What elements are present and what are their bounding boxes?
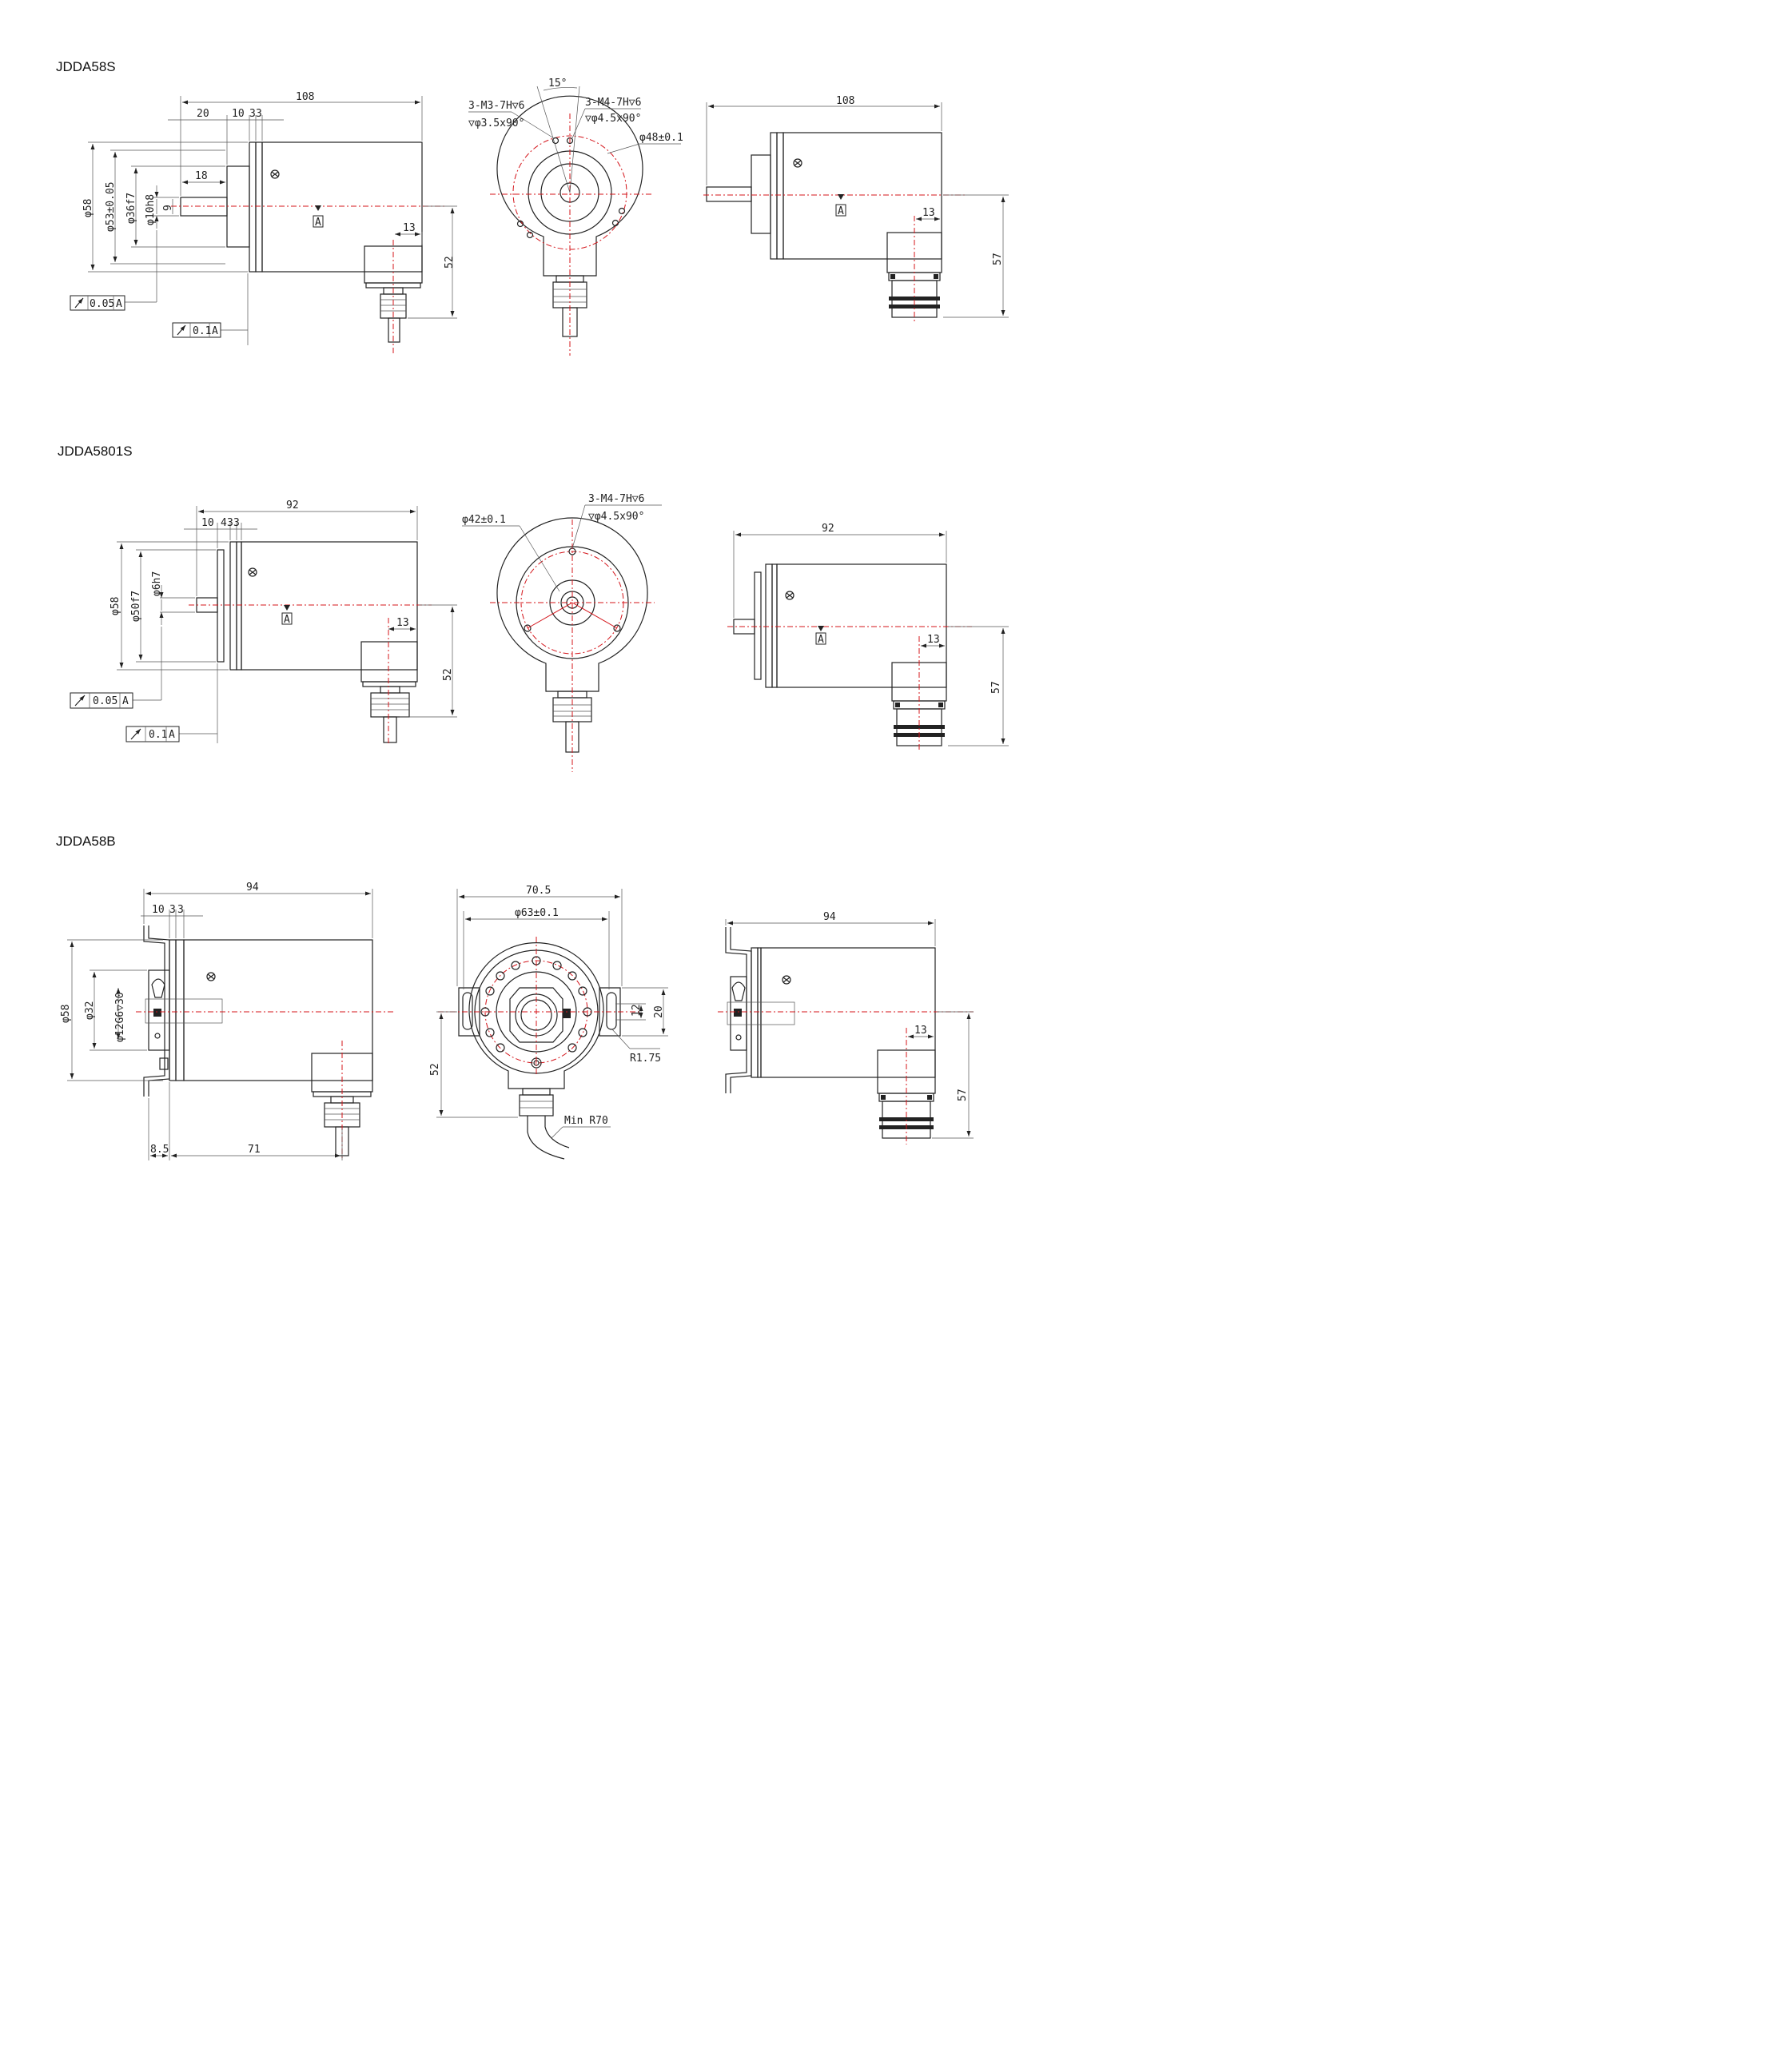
dim-52: 52 xyxy=(444,256,456,269)
dim-dia6: φ6h7 xyxy=(151,571,163,596)
dim-dia63: φ63±0.1 xyxy=(515,907,559,919)
dim-20: 20 xyxy=(197,108,209,120)
thread-m4-csk: ▽φ4.5x90° xyxy=(585,113,641,125)
dim-4: 4 xyxy=(221,517,227,529)
dim-dia58: φ58 xyxy=(82,199,94,217)
dim-dia12: φ12G6▽30 xyxy=(114,992,126,1042)
thread-m4-csk-2: ▽φ4.5x90° xyxy=(588,511,644,523)
jdda58b-side-view: 94 10 3 3 φ58 φ32 φ12G6▽30 8.5 71 xyxy=(60,882,393,1160)
jdda5801s-front-view: φ42±0.1 3-M4-7H▽6 ▽φ4.5x90° xyxy=(462,493,662,772)
datum-label-2: A xyxy=(838,205,844,217)
dim-10-2: 10 xyxy=(201,517,214,529)
tol-datum-a-2: A xyxy=(212,325,218,337)
tol-datum-a: A xyxy=(116,298,122,310)
dim-9: 9 xyxy=(162,205,174,211)
dim-3a-2: 3 xyxy=(227,517,233,529)
title-jdda58b: JDDA58B xyxy=(56,834,116,849)
dim-dia42: φ42±0.1 xyxy=(462,514,506,526)
dim-57: 57 xyxy=(992,253,1004,265)
encoder-drawings: JDDA58S JDDA5801S JDDA58B A 108 20 10 3 … xyxy=(56,59,1009,1160)
thread-m3: 3-M3-7H▽6 xyxy=(468,100,524,112)
dim-3a-3: 3 xyxy=(169,904,176,916)
jdda58s-side-view: A 108 20 10 3 3 18 13 52 φ58 φ53±0.05 φ3… xyxy=(70,91,457,356)
dim-18: 18 xyxy=(195,170,208,182)
dim-10-3: 10 xyxy=(152,904,165,916)
dim-3a: 3 xyxy=(249,108,256,120)
dim-92: 92 xyxy=(286,500,299,512)
datum-label: A xyxy=(315,217,321,229)
datum-label-3: A xyxy=(284,614,290,626)
dim-dia32: φ32 xyxy=(84,1001,96,1020)
dim-52-3: 52 xyxy=(429,1063,441,1076)
dim-57-2: 57 xyxy=(990,681,1002,694)
dim-10: 10 xyxy=(232,108,245,120)
dim-dia10: φ10h8 xyxy=(145,194,157,225)
dim-13-2: 13 xyxy=(396,617,409,629)
dim-3b-2: 3 xyxy=(233,517,240,529)
dim-min-r70: Min R70 xyxy=(564,1115,608,1127)
dim-12: 12 xyxy=(631,1004,643,1017)
jdda58s-front-view: 15° 3-M3-7H▽6 ▽φ3.5x90° 3-M4-7H▽6 ▽φ4.5x… xyxy=(468,78,683,356)
title-jdda5801s: JDDA5801S xyxy=(58,444,133,459)
dim-dia50: φ50f7 xyxy=(130,591,142,622)
tol-0-05: 0.05 xyxy=(90,298,114,310)
dim-52-2: 52 xyxy=(442,668,454,681)
datum-label-4: A xyxy=(818,634,824,646)
dim-70-5: 70.5 xyxy=(526,885,551,897)
dim-13: 13 xyxy=(403,222,416,234)
dim-57-3: 57 xyxy=(957,1089,969,1101)
dim-3b-3: 3 xyxy=(177,904,184,916)
thread-m3-csk: ▽φ3.5x90° xyxy=(468,117,524,129)
dim-13-r2: 13 xyxy=(927,634,940,646)
jdda58s-side-view-connector: A 108 13 57 xyxy=(703,95,1009,324)
jdda58b-side-view-connector: 94 13 57 xyxy=(718,911,974,1144)
dim-20: 20 xyxy=(653,1005,665,1018)
jdda5801s-side-view-connector: A 92 13 57 xyxy=(727,523,1009,751)
thread-m4-2: 3-M4-7H▽6 xyxy=(588,493,644,505)
dim-dia48: φ48±0.1 xyxy=(639,132,683,144)
angle-15: 15° xyxy=(548,78,567,90)
dim-94: 94 xyxy=(246,882,259,894)
jdda58b-front-view: 70.5 φ63±0.1 12 20 R1.75 52 Min R70 xyxy=(429,885,668,1160)
dim-13-r: 13 xyxy=(922,207,935,219)
dim-dia58-2: φ58 xyxy=(110,597,121,615)
dim-94-r: 94 xyxy=(823,911,836,923)
dim-8-5: 8.5 xyxy=(150,1144,169,1156)
dim-108-r: 108 xyxy=(836,95,854,107)
tol-0-05-2: 0.05 xyxy=(93,695,117,707)
tol-datum-a-4: A xyxy=(169,729,175,741)
thread-m4: 3-M4-7H▽6 xyxy=(585,97,641,109)
dim-dia36: φ36f7 xyxy=(125,193,137,224)
dim-dia58-3: φ58 xyxy=(60,1005,72,1023)
title-jdda58s: JDDA58S xyxy=(56,59,116,74)
tol-datum-a-3: A xyxy=(122,695,129,707)
dim-3b: 3 xyxy=(256,108,262,120)
tol-0-1-2: 0.1 xyxy=(149,729,167,741)
dim-92-r: 92 xyxy=(822,523,834,535)
dim-71: 71 xyxy=(248,1144,261,1156)
tol-0-1: 0.1 xyxy=(193,325,211,337)
dim-13-r3: 13 xyxy=(914,1025,927,1037)
dim-dia53: φ53±0.05 xyxy=(105,181,117,232)
dim-r1-75: R1.75 xyxy=(630,1053,661,1065)
jdda5801s-side-view: A 92 10 4 3 3 13 52 φ58 φ50f7 φ6h7 0.05 … xyxy=(70,500,457,743)
dim-108: 108 xyxy=(296,91,314,103)
